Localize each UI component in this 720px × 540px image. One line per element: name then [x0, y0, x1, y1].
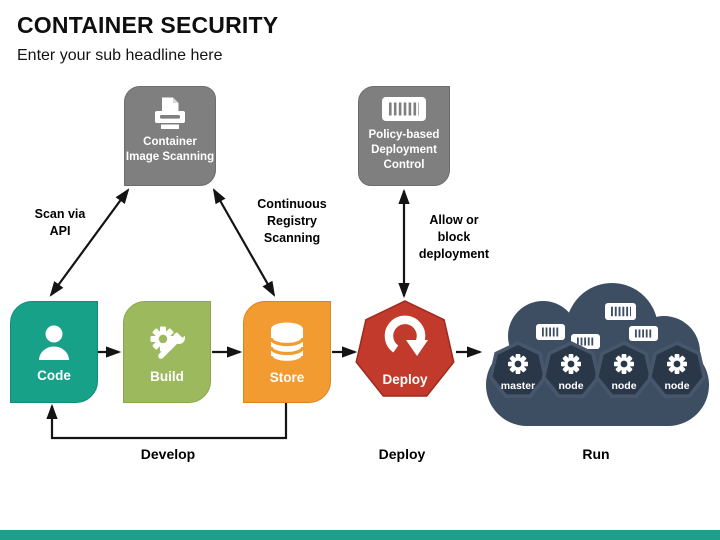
phase-label-develop: Develop	[140, 446, 196, 462]
phase-label-run: Run	[582, 446, 610, 462]
container-icon	[536, 324, 565, 340]
phase-label-deploy: Deploy	[378, 446, 426, 462]
container-barcode-icon	[382, 97, 426, 121]
allow-or-block-deployment-label: Allow or block deployment	[418, 213, 490, 261]
cluster-node: node	[647, 341, 707, 399]
code-label: Code	[37, 368, 71, 383]
arrow-registry-scanning	[212, 188, 276, 297]
footer-accent-bar	[0, 530, 720, 540]
user-icon	[39, 325, 69, 360]
cluster-nodes: master node node	[488, 341, 707, 399]
printer-scan-icon	[155, 97, 185, 129]
deploy-label: Deploy	[382, 372, 428, 387]
container-icon	[629, 326, 658, 341]
redeploy-cycle-icon	[384, 315, 428, 356]
build-stage-box: Build	[123, 301, 211, 403]
scanning-box-label: Container Image Scanning	[125, 136, 215, 164]
node-label: master	[501, 380, 535, 392]
run-cloud: master node node	[486, 283, 709, 426]
node-label: node	[558, 380, 583, 392]
container-icon	[605, 303, 636, 320]
database-icon	[269, 322, 305, 364]
store-label: Store	[269, 369, 305, 385]
gear-wrench-icon	[150, 325, 189, 359]
cluster-node-master: master	[488, 341, 548, 399]
deploy-stage: Deploy	[356, 301, 453, 396]
page-subtitle: Enter your sub headline here	[17, 47, 223, 64]
page-title: CONTAINER SECURITY	[17, 12, 279, 38]
flow-arrows	[46, 188, 483, 440]
build-label: Build	[150, 369, 184, 384]
arrow-develop-loop	[46, 403, 288, 440]
container-image-scanning-box: Container Image Scanning	[124, 86, 216, 186]
node-label: node	[664, 380, 689, 392]
policy-deployment-control-box: Policy-based Deployment Control	[358, 86, 450, 186]
policy-box-label: Policy-based Deployment Control	[368, 129, 440, 172]
node-label: node	[611, 380, 636, 392]
scan-via-api-label: Scan via API	[34, 207, 86, 238]
cluster-node: node	[594, 341, 654, 399]
continuous-registry-scanning-label: Continuous Registry Scanning	[257, 197, 327, 245]
cluster-node: node	[541, 341, 601, 399]
store-stage-box: Store	[243, 301, 331, 403]
arrow-scan-via-api	[49, 188, 130, 297]
code-stage-box: Code	[10, 301, 98, 403]
